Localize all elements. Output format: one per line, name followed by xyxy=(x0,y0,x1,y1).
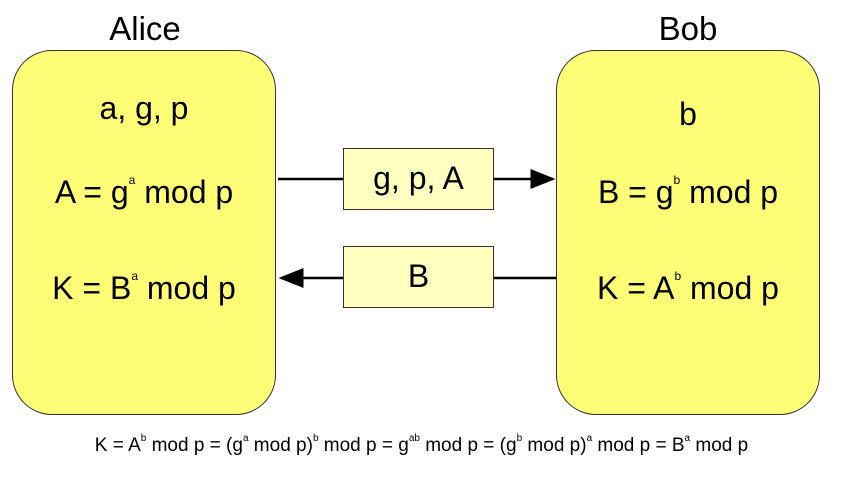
equation-text: mod p xyxy=(690,435,749,456)
message-to-alice: B xyxy=(343,246,494,308)
bob-params: b xyxy=(679,96,697,132)
bob-compute-k: K = Ab mod p xyxy=(556,258,820,306)
alice-compute-k-rhs: mod p xyxy=(138,270,236,306)
equation-text: mod p = (g xyxy=(419,435,517,456)
equation-exponent: a xyxy=(242,433,249,444)
equation-text: mod p) xyxy=(522,435,587,456)
equation-exponent: ab xyxy=(408,433,420,444)
alice-compute-a-rhs: mod p xyxy=(135,174,234,210)
bob-compute-b-exp: b xyxy=(673,173,681,187)
equation-text: K = A xyxy=(94,435,141,456)
shared-key-equation: K = Ab mod p = (ga mod p)b mod p = gab m… xyxy=(0,427,843,458)
equation-exponent: b xyxy=(312,433,319,444)
bob-title: Bob xyxy=(658,10,718,47)
alice-box xyxy=(12,50,276,415)
equation-text: mod p) xyxy=(248,435,313,456)
equation-text: mod p = B xyxy=(592,435,685,456)
equation-exponent: a xyxy=(684,433,691,444)
equation-text: mod p = g xyxy=(318,435,409,456)
alice-compute-k: K = Ba mod p xyxy=(12,258,276,306)
bob-compute-k-lhs: K = A xyxy=(597,270,675,306)
alice-compute-k-exp: a xyxy=(131,269,138,283)
alice-compute-a-exp: a xyxy=(128,173,136,187)
alice-params: a, g, p xyxy=(99,90,189,126)
bob-compute-b: B = gb mod p xyxy=(556,162,820,210)
bob-compute-b-rhs: mod p xyxy=(680,174,779,210)
alice-compute-k-lhs: K = B xyxy=(52,270,132,306)
bob-compute-b-lhs: B = g xyxy=(597,174,674,210)
equation-exponent: b xyxy=(140,433,147,444)
message-to-bob: g, p, A xyxy=(343,148,494,210)
equation-exponent: a xyxy=(586,433,593,444)
alice-title: Alice xyxy=(109,10,181,47)
equation-exponent: b xyxy=(516,433,523,444)
equation-text: mod p = (g xyxy=(146,435,243,456)
alice-compute-a-lhs: A = g xyxy=(54,174,129,210)
bob-box xyxy=(556,50,820,415)
bob-compute-k-exp: b xyxy=(674,269,682,283)
bob-compute-k-rhs: mod p xyxy=(681,270,779,306)
alice-compute-a: A = ga mod p xyxy=(12,162,276,210)
